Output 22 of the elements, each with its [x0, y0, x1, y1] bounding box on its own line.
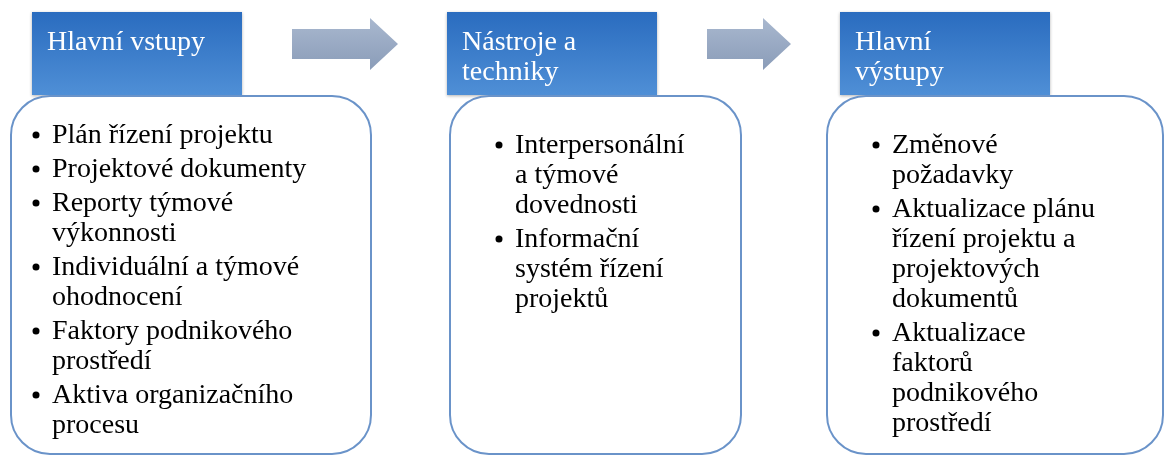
block-arrow: [707, 18, 791, 70]
list-box: [449, 95, 742, 455]
list-item: Reporty týmové výkonnosti: [52, 186, 234, 247]
block-arrow: [292, 18, 398, 70]
list-item: Změnové požadavky: [892, 128, 1014, 189]
list-item: Individuální a týmové ohodnocení: [52, 250, 300, 311]
header-tab: [447, 12, 657, 95]
list-item: Informační systém řízení projektů: [515, 222, 664, 313]
header-tab: [32, 12, 242, 95]
list-box: [10, 95, 372, 455]
list-item: Faktory podnikového prostředí: [52, 314, 293, 375]
list-box: [826, 95, 1164, 455]
list-item: Aktualizace plánu řízení projektu a projektových dokumentů: [892, 192, 1095, 313]
header-text: Hlavní výstupy: [855, 26, 945, 86]
list-item: Aktualizace faktorů podnikového prostředí: [892, 316, 1039, 437]
list-item: Interpersonální a týmové dovednosti: [515, 128, 685, 219]
list-item: Aktiva organizačního procesu: [52, 378, 294, 439]
header-tab: [840, 12, 1050, 95]
header-text: Hlavní vstupy: [47, 26, 206, 56]
header-text: Nástroje a techniky: [462, 26, 578, 86]
list-item: Projektové dokumenty: [52, 152, 307, 183]
list-item: Plán řízení projektu: [52, 118, 273, 149]
